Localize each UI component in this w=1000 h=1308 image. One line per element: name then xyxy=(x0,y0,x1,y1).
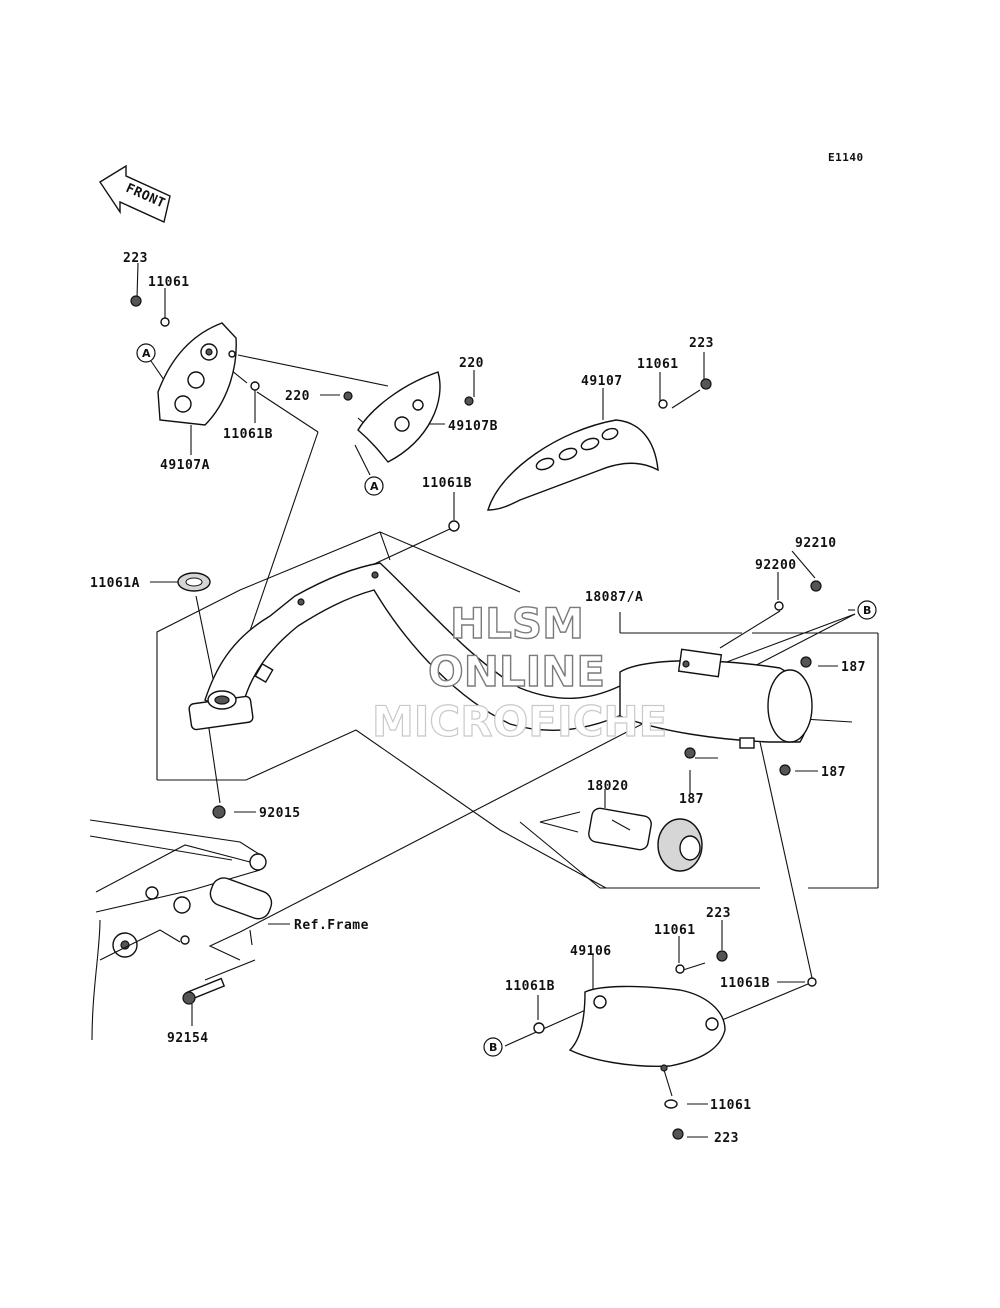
bolt-187-icon xyxy=(800,656,812,668)
label-187: 187 xyxy=(841,660,866,675)
label-11061a: 11061A xyxy=(90,576,140,591)
label-92200: 92200 xyxy=(755,558,797,573)
label-223: 223 xyxy=(123,251,148,266)
bolt-187-icon xyxy=(779,764,791,776)
nut-92210-icon xyxy=(810,580,822,592)
watermark-line2: ONLINE xyxy=(428,647,605,696)
screw-220-right-icon xyxy=(464,396,474,406)
heat-shield-49107a xyxy=(157,322,237,426)
diagram-code: E1140 xyxy=(828,151,864,164)
label-223: 223 xyxy=(689,336,714,351)
label-49106: 49106 xyxy=(570,944,612,959)
label-11061: 11061 xyxy=(637,357,679,372)
washer-11061-icon xyxy=(160,317,170,327)
washer-11061-icon xyxy=(658,399,668,409)
part-labels: 223 11061 11061B 49107A 220 220 49107B 1… xyxy=(90,251,866,1146)
watermark-line1: HLSM xyxy=(450,599,584,648)
exhaust-pipe xyxy=(188,562,629,731)
washer-11061b-icon xyxy=(448,520,460,532)
screw-220-left-icon xyxy=(343,391,353,401)
washer-11061b-icon xyxy=(533,1022,545,1034)
nut-92015-icon xyxy=(212,805,226,819)
label-92154: 92154 xyxy=(167,1031,209,1046)
label-18087a: 18087/A xyxy=(585,590,643,605)
washer-11061b-icon xyxy=(807,977,817,987)
svg-text:B: B xyxy=(863,604,871,617)
label-ref-frame: Ref.Frame xyxy=(294,918,369,933)
label-49107: 49107 xyxy=(581,374,623,389)
heat-shield-49107b xyxy=(357,371,441,463)
label-11061b: 11061B xyxy=(720,976,770,991)
washer-11061-icon xyxy=(664,1099,678,1109)
callout-b-right: B xyxy=(857,600,877,620)
label-220: 220 xyxy=(285,389,310,404)
callout-a-top: A xyxy=(136,343,156,363)
washer-11061b-icon xyxy=(250,381,260,391)
label-11061: 11061 xyxy=(148,275,190,290)
leader-lines xyxy=(136,262,879,1138)
label-11061: 11061 xyxy=(654,923,696,938)
callout-b-bottom: B xyxy=(483,1037,503,1057)
label-92210: 92210 xyxy=(795,536,837,551)
label-49107b: 49107B xyxy=(448,419,498,434)
washer-11061-icon xyxy=(675,964,685,974)
front-arrow-icon: FRONT xyxy=(99,164,171,223)
bolt-223-icon xyxy=(716,950,728,962)
bolt-92154-icon xyxy=(182,977,226,1005)
heat-shield-49107 xyxy=(487,419,659,511)
label-187: 187 xyxy=(821,765,846,780)
callout-a-mid: A xyxy=(364,476,384,496)
bolt-187-icon xyxy=(684,747,696,759)
frame-reference xyxy=(89,819,273,1041)
label-11061b: 11061B xyxy=(422,476,472,491)
label-11061: 11061 xyxy=(710,1098,752,1113)
muffler-18087a xyxy=(619,648,813,749)
svg-text:B: B xyxy=(489,1041,497,1054)
bolt-223-icon xyxy=(130,295,142,307)
watermark-line3: MICROFICHE xyxy=(372,697,667,746)
heat-shield-49106 xyxy=(568,985,726,1072)
bolt-223-icon xyxy=(700,378,712,390)
label-223: 223 xyxy=(714,1131,739,1146)
label-92015: 92015 xyxy=(259,806,301,821)
svg-text:A: A xyxy=(142,347,151,360)
spark-arrester-18020 xyxy=(588,807,703,872)
label-220: 220 xyxy=(459,356,484,371)
label-18020: 18020 xyxy=(587,779,629,794)
watermark: HLSM ONLINE MICROFICHE xyxy=(371,598,667,746)
label-223: 223 xyxy=(706,906,731,921)
washer-92200-icon xyxy=(774,601,784,611)
label-11061b: 11061B xyxy=(505,979,555,994)
bolt-223-icon xyxy=(672,1128,684,1140)
svg-text:A: A xyxy=(370,480,379,493)
label-49107a: 49107A xyxy=(160,458,210,473)
label-11061b: 11061B xyxy=(223,427,273,442)
label-187: 187 xyxy=(679,792,704,807)
